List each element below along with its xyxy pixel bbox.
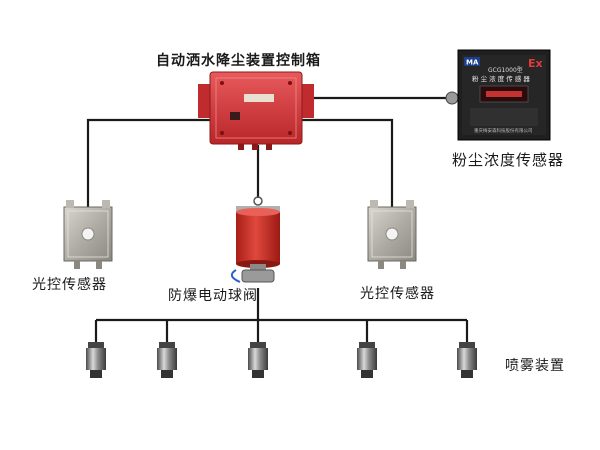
valve-label: 防爆电动球阀 <box>168 288 258 304</box>
dust-sensor-ex-mark: Ex <box>528 57 543 70</box>
dust-sensor: MA Ex GCG1000型 粉 尘 浓 度 传 感 器 重庆梅安森科技股份有限… <box>445 49 551 141</box>
spray-device-label: 喷雾装置 <box>505 358 565 374</box>
control-box-nameplate <box>244 94 274 102</box>
wire-box-to-right-sensor <box>302 118 394 207</box>
explosion-proof-valve <box>230 196 280 283</box>
spray-nozzle-4 <box>357 342 377 378</box>
light-sensor-right-label: 光控传感器 <box>360 286 435 302</box>
control-box <box>198 71 314 150</box>
light-sensor-left <box>63 200 113 269</box>
spray-nozzle-1 <box>86 342 106 378</box>
wire-box-to-left-sensor <box>86 118 210 207</box>
spray-nozzles <box>86 342 477 378</box>
light-sensor-right <box>367 200 417 269</box>
dust-sensor-panel-name: 粉 尘 浓 度 传 感 器 <box>472 74 530 83</box>
control-box-label: 自动洒水降尘装置控制箱 <box>156 53 321 69</box>
dust-sensor-badge: MA <box>466 59 479 67</box>
dust-sensor-label: 粉尘浓度传感器 <box>452 151 565 169</box>
spray-nozzle-3 <box>248 342 268 378</box>
wiring <box>86 96 469 342</box>
spray-nozzle-5 <box>457 342 477 378</box>
light-sensor-left-label: 光控传感器 <box>32 277 107 293</box>
dust-sensor-badge-bg <box>464 57 480 66</box>
dust-sensor-footer: 重庆梅安森科技股份有限公司 <box>474 127 533 134</box>
spray-nozzle-2 <box>157 342 177 378</box>
dust-sensor-model: GCG1000型 <box>488 66 523 74</box>
